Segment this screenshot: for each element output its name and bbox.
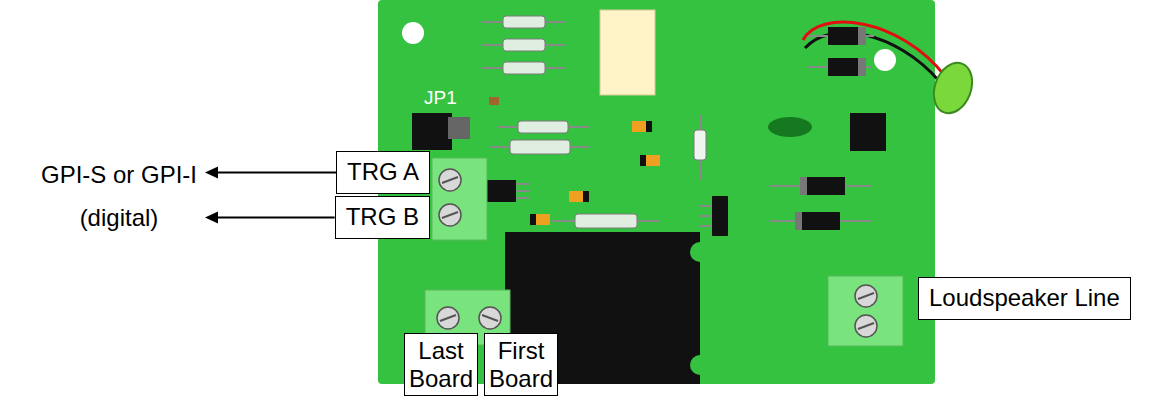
signal-name: GPI-S or GPI-I: [41, 161, 197, 190]
terminal-block: [432, 158, 487, 240]
transistor-lead: [700, 225, 712, 227]
diode-symbol: [828, 58, 866, 76]
red-wire: [803, 22, 945, 76]
relay-part: [600, 10, 655, 95]
jumper-cap: [448, 117, 470, 139]
chip-notch: [690, 355, 710, 375]
screw-head: [439, 169, 461, 191]
diode-band: [800, 177, 807, 195]
terminal-label: TRG A: [336, 151, 430, 194]
pcb-board: [378, 0, 935, 384]
signal-name: (digital): [80, 204, 159, 233]
terminal-label: Last Board: [404, 333, 478, 396]
part-name: JP1: [424, 87, 457, 110]
chip-notch: [690, 242, 710, 262]
screw-slot: [442, 177, 458, 183]
mounting-hole: [874, 49, 896, 71]
terminal-block: [828, 276, 903, 346]
resistor-symbol: [518, 121, 568, 133]
smd-part: [536, 214, 550, 225]
transistor-lead: [700, 205, 712, 207]
terminal-label: Loudspeaker Line: [918, 277, 1131, 320]
resistor-symbol: [503, 62, 545, 74]
screw-head: [439, 204, 461, 226]
resistor-symbol: [694, 130, 706, 160]
screw-head: [855, 315, 877, 337]
screw-head: [479, 307, 501, 329]
diode-band: [858, 58, 866, 76]
screw-slot: [858, 293, 874, 299]
smd-part: [583, 191, 589, 202]
label-text: Last Board: [409, 337, 473, 392]
smd-part: [646, 121, 652, 132]
smd-part: [646, 155, 660, 166]
transistor-symbol: [486, 180, 516, 202]
mounting-hole: [402, 22, 424, 44]
arrow-head: [205, 166, 218, 178]
screw-slot: [442, 212, 458, 218]
label-text: Loudspeaker Line: [929, 284, 1120, 313]
smd-part: [569, 191, 583, 202]
diode-band: [795, 212, 802, 230]
label-text: TRG B: [346, 203, 419, 232]
transistor-lead: [516, 183, 530, 185]
transistor-symbol: [712, 196, 728, 236]
diode-symbol: [795, 212, 840, 230]
led-part: [768, 117, 812, 137]
terminal-label: TRG B: [335, 196, 430, 239]
diode-symbol: [828, 27, 866, 45]
black-wire: [805, 33, 940, 82]
resistor-symbol: [503, 39, 545, 51]
leader-arrow: [215, 216, 335, 218]
smd-part: [489, 97, 499, 105]
smd-part: [530, 214, 536, 225]
smd-part: [640, 155, 646, 166]
screw-head: [437, 307, 459, 329]
screw-slot: [482, 315, 498, 321]
transistor-lead: [516, 190, 530, 192]
smd-part: [632, 121, 646, 132]
label-text: TRG A: [347, 158, 419, 187]
screw-slot: [440, 315, 456, 321]
resistor-symbol: [503, 16, 545, 28]
label-text: First Board: [489, 337, 553, 392]
screw-head: [855, 285, 877, 307]
leader-arrow: [215, 171, 336, 173]
terminal-label: First Board: [484, 333, 558, 396]
resistor-symbol: [510, 140, 570, 154]
transistor-lead: [516, 197, 530, 199]
ic-part: [850, 113, 886, 151]
arrow-head: [205, 211, 218, 223]
transistor-lead: [700, 215, 712, 217]
screw-slot: [858, 323, 874, 329]
resistor-symbol: [575, 214, 637, 228]
diode-band: [858, 27, 866, 45]
piezo-buzzer: [927, 57, 979, 118]
jumper-block: [412, 113, 452, 150]
diode-symbol: [800, 177, 845, 195]
